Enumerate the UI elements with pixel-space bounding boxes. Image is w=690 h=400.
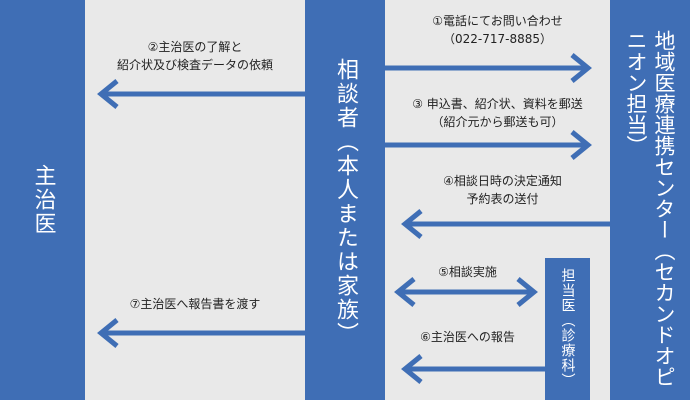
step6-label: ⑥主治医への報告 [395, 328, 540, 346]
step2-line1: ②主治医の了解と [147, 40, 243, 54]
center-column: 地域医療連携センター（セカンドオピニオン担当） [610, 0, 690, 400]
step3-label: ③ 申込書、紹介状、資料を郵送 （紹介元から郵送も可） [385, 95, 610, 131]
step5-line1: ⑤相談実施 [438, 265, 497, 279]
step5-label: ⑤相談実施 [395, 263, 540, 281]
step6-line1: ⑥主治医への報告 [420, 330, 515, 344]
step7-line1: ⑦主治医へ報告書を渡す [129, 297, 261, 311]
shujii-column: 主治医 [0, 0, 85, 400]
shujii-label: 主治医 [30, 164, 56, 236]
step1-label: ①電話にてお問い合わせ （022-717-8885） [385, 12, 610, 48]
step3-line1: ③ 申込書、紹介状、資料を郵送 [412, 97, 583, 111]
tantoui-label: 担当医（診療科） [559, 268, 576, 388]
step1-line2: （022-717-8885） [442, 32, 552, 46]
soudansha-label: 相談者（本人または家族） [333, 58, 358, 346]
soudansha-column: 相談者（本人または家族） [305, 0, 385, 400]
step2-label: ②主治医の了解と 紹介状及び検査データの依頼 [85, 38, 305, 74]
step3-line2: （紹介元から郵送も可） [431, 115, 564, 129]
step2-line2: 紹介状及び検査データの依頼 [116, 58, 273, 72]
step4-line2: 予約表の送付 [466, 192, 539, 206]
tantoui-box: 担当医（診療科） [545, 258, 590, 400]
step1-line1: ①電話にてお問い合わせ [432, 14, 563, 28]
step4-line1: ④相談日時の決定通知 [443, 174, 562, 188]
step7-label: ⑦主治医へ報告書を渡す [85, 295, 305, 313]
step4-label: ④相談日時の決定通知 予約表の送付 [395, 172, 610, 208]
center-label: 地域医療連携センター（セカンドオピニオン担当） [624, 30, 676, 387]
